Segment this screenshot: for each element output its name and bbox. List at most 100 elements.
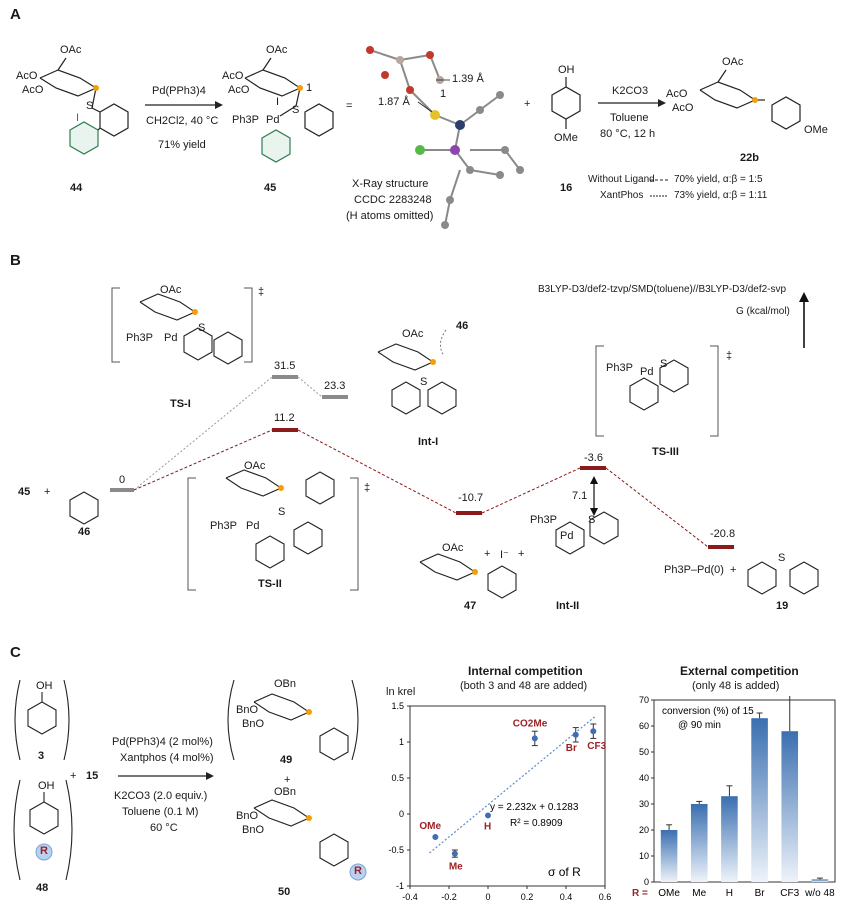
scatter-point-label: OMe <box>419 821 441 832</box>
plus-sign-b4: + <box>730 564 737 576</box>
equals-sign: = <box>346 100 353 112</box>
scatter-point <box>572 731 579 738</box>
xray-caption-0: X-Ray structure <box>352 178 429 190</box>
compound-3-label: 3 <box>38 750 45 762</box>
result-condition-0: Without Ligand <box>588 174 655 185</box>
energy-ts3: -3.6 <box>584 452 603 464</box>
pd-label-45: Pd <box>266 114 280 126</box>
bno-label-49a: BnO <box>236 704 259 716</box>
aco-label-45a: AcO <box>222 70 244 82</box>
reagent-a2-0: K2CO3 <box>612 85 649 97</box>
bno-label-50a: BnO <box>236 810 259 822</box>
plus-sign-a: + <box>524 98 531 110</box>
ts3-dagger: ‡ <box>726 350 733 362</box>
scatter-point <box>485 812 491 819</box>
scatter-y-tick-label: 1.5 <box>391 701 404 711</box>
bno-label-50b: BnO <box>242 824 265 836</box>
bar <box>660 830 678 882</box>
structure-44 <box>39 57 129 155</box>
oac-ts1: OAc <box>160 284 182 296</box>
reagent-a1-0: Pd(PPh3)4 <box>152 85 206 97</box>
sulfur-ts1: S <box>198 322 206 334</box>
reagent-46-arrow: 46 <box>456 320 469 332</box>
result-value-0: 70% yield, α:β = 1:5 <box>674 174 763 185</box>
scatter-y-tick-label: -0.5 <box>388 845 404 855</box>
scatter-x-tick-label: 0.2 <box>521 892 534 902</box>
scatter-point-label: Me <box>449 862 463 873</box>
scatter-point-label: H <box>484 821 491 832</box>
xray-atom-1-label: 1 <box>440 88 447 100</box>
compound-48-label: 48 <box>36 882 49 894</box>
compound-22b-label: 22b <box>740 152 759 164</box>
result-condition-1: XantPhos <box>600 190 644 201</box>
scatter-y-label: ln krel <box>386 686 416 698</box>
energy-19: -20.8 <box>710 528 736 540</box>
panel-c-structures <box>13 679 367 881</box>
bar <box>781 731 799 882</box>
pd-ts3: Pd <box>640 366 654 378</box>
bno-label-49b: BnO <box>242 718 265 730</box>
ph3p-ts3: Ph3P <box>606 362 633 374</box>
ts2-dagger: ‡ <box>364 482 371 494</box>
bar-category-prefix: R = <box>632 888 648 899</box>
oac-label-45: OAc <box>266 44 288 56</box>
panel-a-structures <box>39 46 801 229</box>
energy-ts2: 11.2 <box>274 412 295 424</box>
computational-method: B3LYP-D3/def2-tzvp/SMD(toluene)//B3LYP-D… <box>538 284 787 295</box>
bar-y-tick-label: 40 <box>639 773 649 783</box>
compound-44-label: 44 <box>70 182 83 194</box>
scatter-frame <box>409 705 606 887</box>
r-group-48: R <box>40 845 48 857</box>
structure-16 <box>551 77 581 129</box>
energy-profile <box>69 287 819 599</box>
scatter-x-tick-label: 0.6 <box>599 892 612 902</box>
oh-label-3: OH <box>36 680 53 692</box>
panel-letter-a: A <box>10 6 21 23</box>
sulfur-int2: S <box>588 514 596 526</box>
compound-45-label: 45 <box>264 182 277 194</box>
ph3p-int2: Ph3P <box>530 514 557 526</box>
oac-int1: OAc <box>402 328 424 340</box>
iodine-label-44: I <box>76 112 80 124</box>
oac-label-44: OAc <box>60 44 82 56</box>
scatter-x-tick-label: 0.4 <box>560 892 573 902</box>
ph3p-label-45: Ph3P <box>232 114 259 126</box>
ts3-label: TS-III <box>652 446 679 458</box>
plus-sign-c2: + <box>284 774 291 786</box>
plus-sign-b1: + <box>44 486 51 498</box>
scatter-y-tick-label: 1 <box>399 737 404 747</box>
energy-start: 0 <box>119 474 126 486</box>
pd-ts2: Pd <box>246 520 260 532</box>
xray-atoms <box>366 46 524 229</box>
bar-y-tick-label: 70 <box>639 696 649 705</box>
bar-y-tick-label: 20 <box>639 825 649 835</box>
reagent-a2-2: 80 °C, 12 h <box>600 128 656 140</box>
r-group-50: R <box>354 865 362 877</box>
energy-barrier: 7.1 <box>572 490 588 502</box>
aco-label-22b-b: AcO <box>672 102 694 114</box>
scatter-point <box>432 834 439 841</box>
scatter-point <box>451 850 458 857</box>
aco-label-44a: AcO <box>16 70 38 82</box>
compound-45-b: 45 <box>18 486 31 498</box>
reagent-c-0: Pd(PPh3)4 (2 mol%) <box>112 736 213 748</box>
energy-ts1: 31.5 <box>274 360 296 372</box>
sulfur-label-45: S <box>292 104 300 116</box>
compound-16-label: 16 <box>560 182 573 194</box>
bar-category-label: H <box>726 888 733 899</box>
reagent-a2-1: Toluene <box>610 112 649 124</box>
energy-axis-label: G (kcal/mol) <box>736 306 790 317</box>
scatter-point-label: Br <box>566 743 577 754</box>
bar-y-tick-label: 30 <box>639 799 649 809</box>
int2-label: Int-II <box>556 600 580 612</box>
external-competition-subtitle: (only 48 is added) <box>692 680 780 692</box>
internal-competition-title: Internal competition <box>468 664 583 678</box>
aco-label-44b: AcO <box>22 84 44 96</box>
compound-15-label: 15 <box>86 770 99 782</box>
ts1-dagger: ‡ <box>258 286 265 298</box>
scatter-fit-line <box>429 715 596 854</box>
plus-sign-c1: + <box>70 770 77 782</box>
bar-y-tick-label: 60 <box>639 721 649 731</box>
reagent-a1-1: CH2Cl2, 40 °C <box>146 115 219 127</box>
